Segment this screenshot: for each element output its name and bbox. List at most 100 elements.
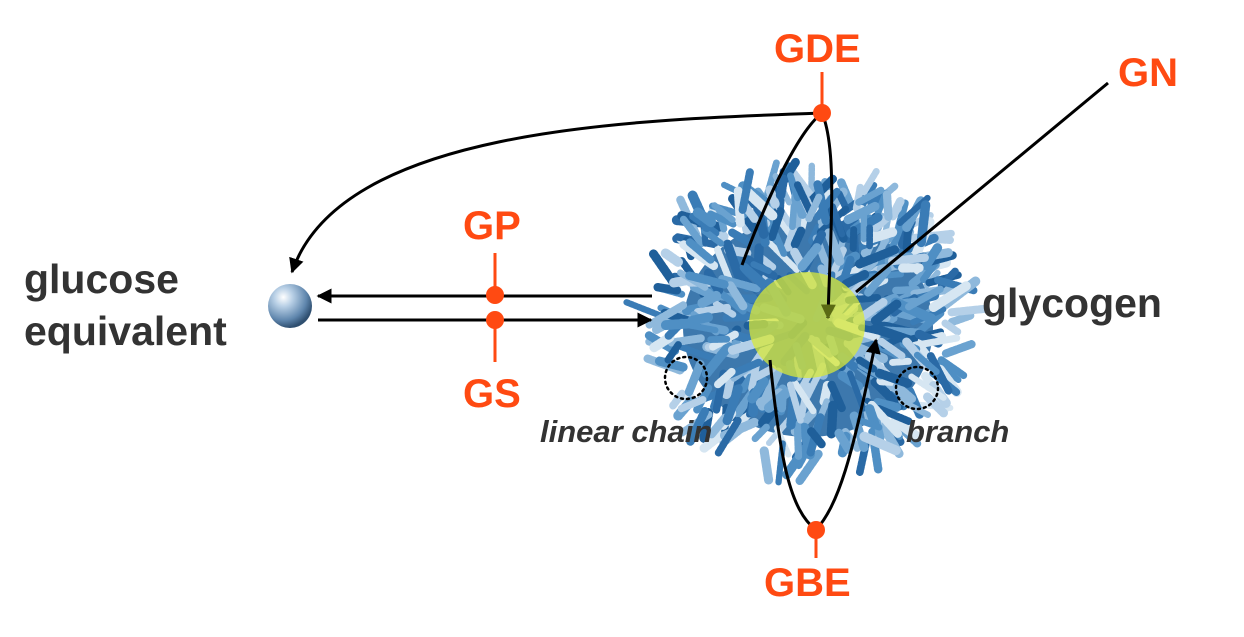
glucose-chain [660,248,683,267]
glucose-chain [894,199,909,235]
glucose-chain [855,245,900,269]
glucose-chain [870,299,902,326]
glucose-chain [759,446,774,485]
glucose-chain [700,227,725,247]
glucose-chain [751,423,770,443]
glucose-chain [892,285,920,295]
glucose-chain [747,376,769,404]
glucose-chain [687,312,714,326]
glucose-chain [947,311,975,327]
gde-to-glucose-arrow [289,111,823,274]
glucose-chain [685,271,729,289]
glucose-chain [904,285,944,311]
glucose-chain [847,370,867,412]
glucose-chain [870,377,904,411]
glucose-chain [684,359,705,397]
glucose-chain [741,186,778,221]
gp-node [486,286,504,304]
glucose-chain [882,190,893,221]
glucose-chain [834,428,853,454]
glucose-chain [786,381,804,424]
glucose-chain [644,301,688,330]
glucose-chain [768,207,785,242]
glucose-chain [783,225,799,252]
branch-label: branch [906,414,1010,449]
glucose-chain [751,364,777,382]
glucose-chain [849,226,858,252]
glucose-chain [890,297,937,324]
glucose-chain [919,334,961,348]
glucose-chain [739,262,775,295]
gde-node [813,104,831,122]
glucose-chain [793,420,803,460]
glucose-chain [859,431,903,456]
glucose-chain [937,356,968,380]
glucose-label-line2: equivalent [24,308,227,354]
glucose-chain [856,417,884,431]
glucose-chain [685,238,715,264]
glucose-chain [664,341,682,364]
glucose-chain [843,201,881,225]
glucose-chain [889,357,912,366]
glucose-chain [679,214,706,248]
glucose-chain [623,299,666,320]
glucose-chain [874,368,913,388]
glucose-chain [707,210,737,228]
glucose-chain [849,411,869,452]
linear-chain-marker [663,355,709,401]
glucose-chain [855,186,885,206]
gde-label: GDE [774,27,861,71]
glucose-chain [654,356,688,372]
glucose-chain [782,443,810,480]
glucose-chain [941,340,976,358]
gn-label: GN [1118,51,1178,95]
glucose-chain [775,174,789,200]
glucose-chain [841,269,871,289]
glucose-chain [864,265,892,297]
glucose-chain [683,321,719,334]
glucose-label-line1: glucose [24,256,179,302]
glucose-chain [714,416,742,457]
glucose-chain [712,300,737,318]
glucose-chain [738,373,755,394]
glucose-chain [877,337,906,360]
glucose-chain [692,207,717,228]
glucose-chain [928,281,971,313]
glucose-chain [653,282,682,295]
glucose-chain [738,168,754,214]
glucose-chain [892,381,917,404]
glucose-chain [813,180,831,226]
glucose-chain [926,352,953,396]
glucose-sphere-icon [268,284,312,328]
glucose-chain [686,406,710,446]
glucose-chain [669,389,686,410]
branch-marker [894,365,940,411]
linear-chain-label: linear chain [540,414,713,449]
glucose-chain [697,290,722,308]
gs-label: GS [463,372,521,416]
glucose-chain [713,246,733,283]
gbe-node [807,521,825,539]
glucose-chain [826,400,838,439]
glucose-chain [787,172,801,202]
gs-node [486,311,504,329]
glucose-chain [875,405,913,425]
glycogen-core-highlight [749,272,865,378]
glucose-chain [816,205,850,236]
glucose-chain [718,274,761,293]
glucose-chain [941,319,962,336]
glucose-chain [890,416,923,442]
glucose-chain [827,380,846,413]
glucose-chain [722,384,743,426]
glucose-chain [829,203,846,238]
glycogen-label: glycogen [982,280,1162,326]
glucose-chain [763,387,792,413]
glucose-chain [711,202,736,223]
glucose-chain [947,304,991,317]
glucose-chain [795,449,823,486]
glucose-chain [867,400,903,438]
glucose-chain [771,229,788,257]
glucose-chain [749,260,772,275]
